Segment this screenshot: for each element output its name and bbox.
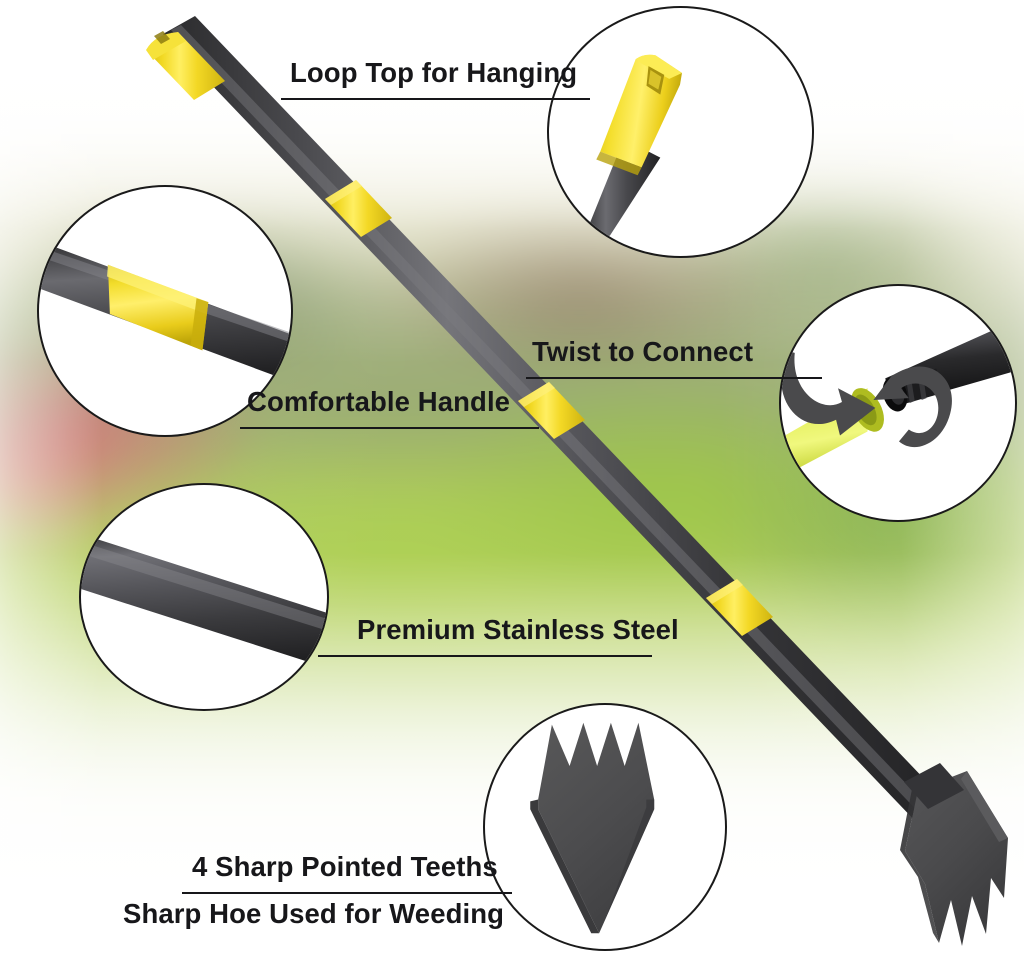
leader-line-twist-to-connect [526, 377, 822, 379]
callout-steel-image [81, 485, 327, 709]
leader-line-sharp-teeth [182, 892, 512, 894]
pole-yellow-band-3 [706, 579, 773, 636]
callout-comfortable-handle [37, 185, 293, 437]
leader-line-comfortable-handle [240, 427, 539, 429]
label-sharp-hoe-used-for-weeding: Sharp Hoe Used for Weeding [123, 898, 505, 929]
twist-arrow-right-icon [873, 366, 952, 448]
steel-shaft-icon [81, 533, 327, 668]
callout-sharp-teeth [483, 703, 727, 951]
callout-loop-top-image [549, 8, 812, 256]
label-sharp-teeth: 4 Sharp Pointed Teeths [192, 851, 498, 882]
grip-sleeve-icon [106, 264, 209, 351]
callout-loop-top [547, 6, 814, 258]
label-loop-top: Loop Top for Hanging [290, 57, 578, 88]
hoe-blade-icon [530, 722, 655, 934]
callout-twist-to-connect [779, 284, 1017, 522]
label-comfortable-handle: Comfortable Handle [247, 386, 511, 417]
label-twist-to-connect: Twist to Connect [532, 336, 754, 367]
leader-line-premium-stainless-steel [318, 655, 652, 657]
leader-line-loop-top [281, 98, 590, 100]
pole-yellow-band-1 [325, 180, 392, 237]
loop-top-cap-icon [596, 54, 682, 176]
hoe-blade-head-icon [900, 763, 1008, 946]
callout-twist-image [781, 286, 1015, 520]
callout-teeth-image [485, 705, 725, 949]
pole-loop-top-cap [146, 31, 225, 100]
callout-handle-image [39, 187, 291, 435]
twist-arrow-left-icon [781, 350, 876, 436]
pole-yellow-band-2 [518, 382, 585, 439]
label-premium-stainless-steel: Premium Stainless Steel [357, 614, 679, 645]
callout-premium-stainless-steel [79, 483, 329, 711]
